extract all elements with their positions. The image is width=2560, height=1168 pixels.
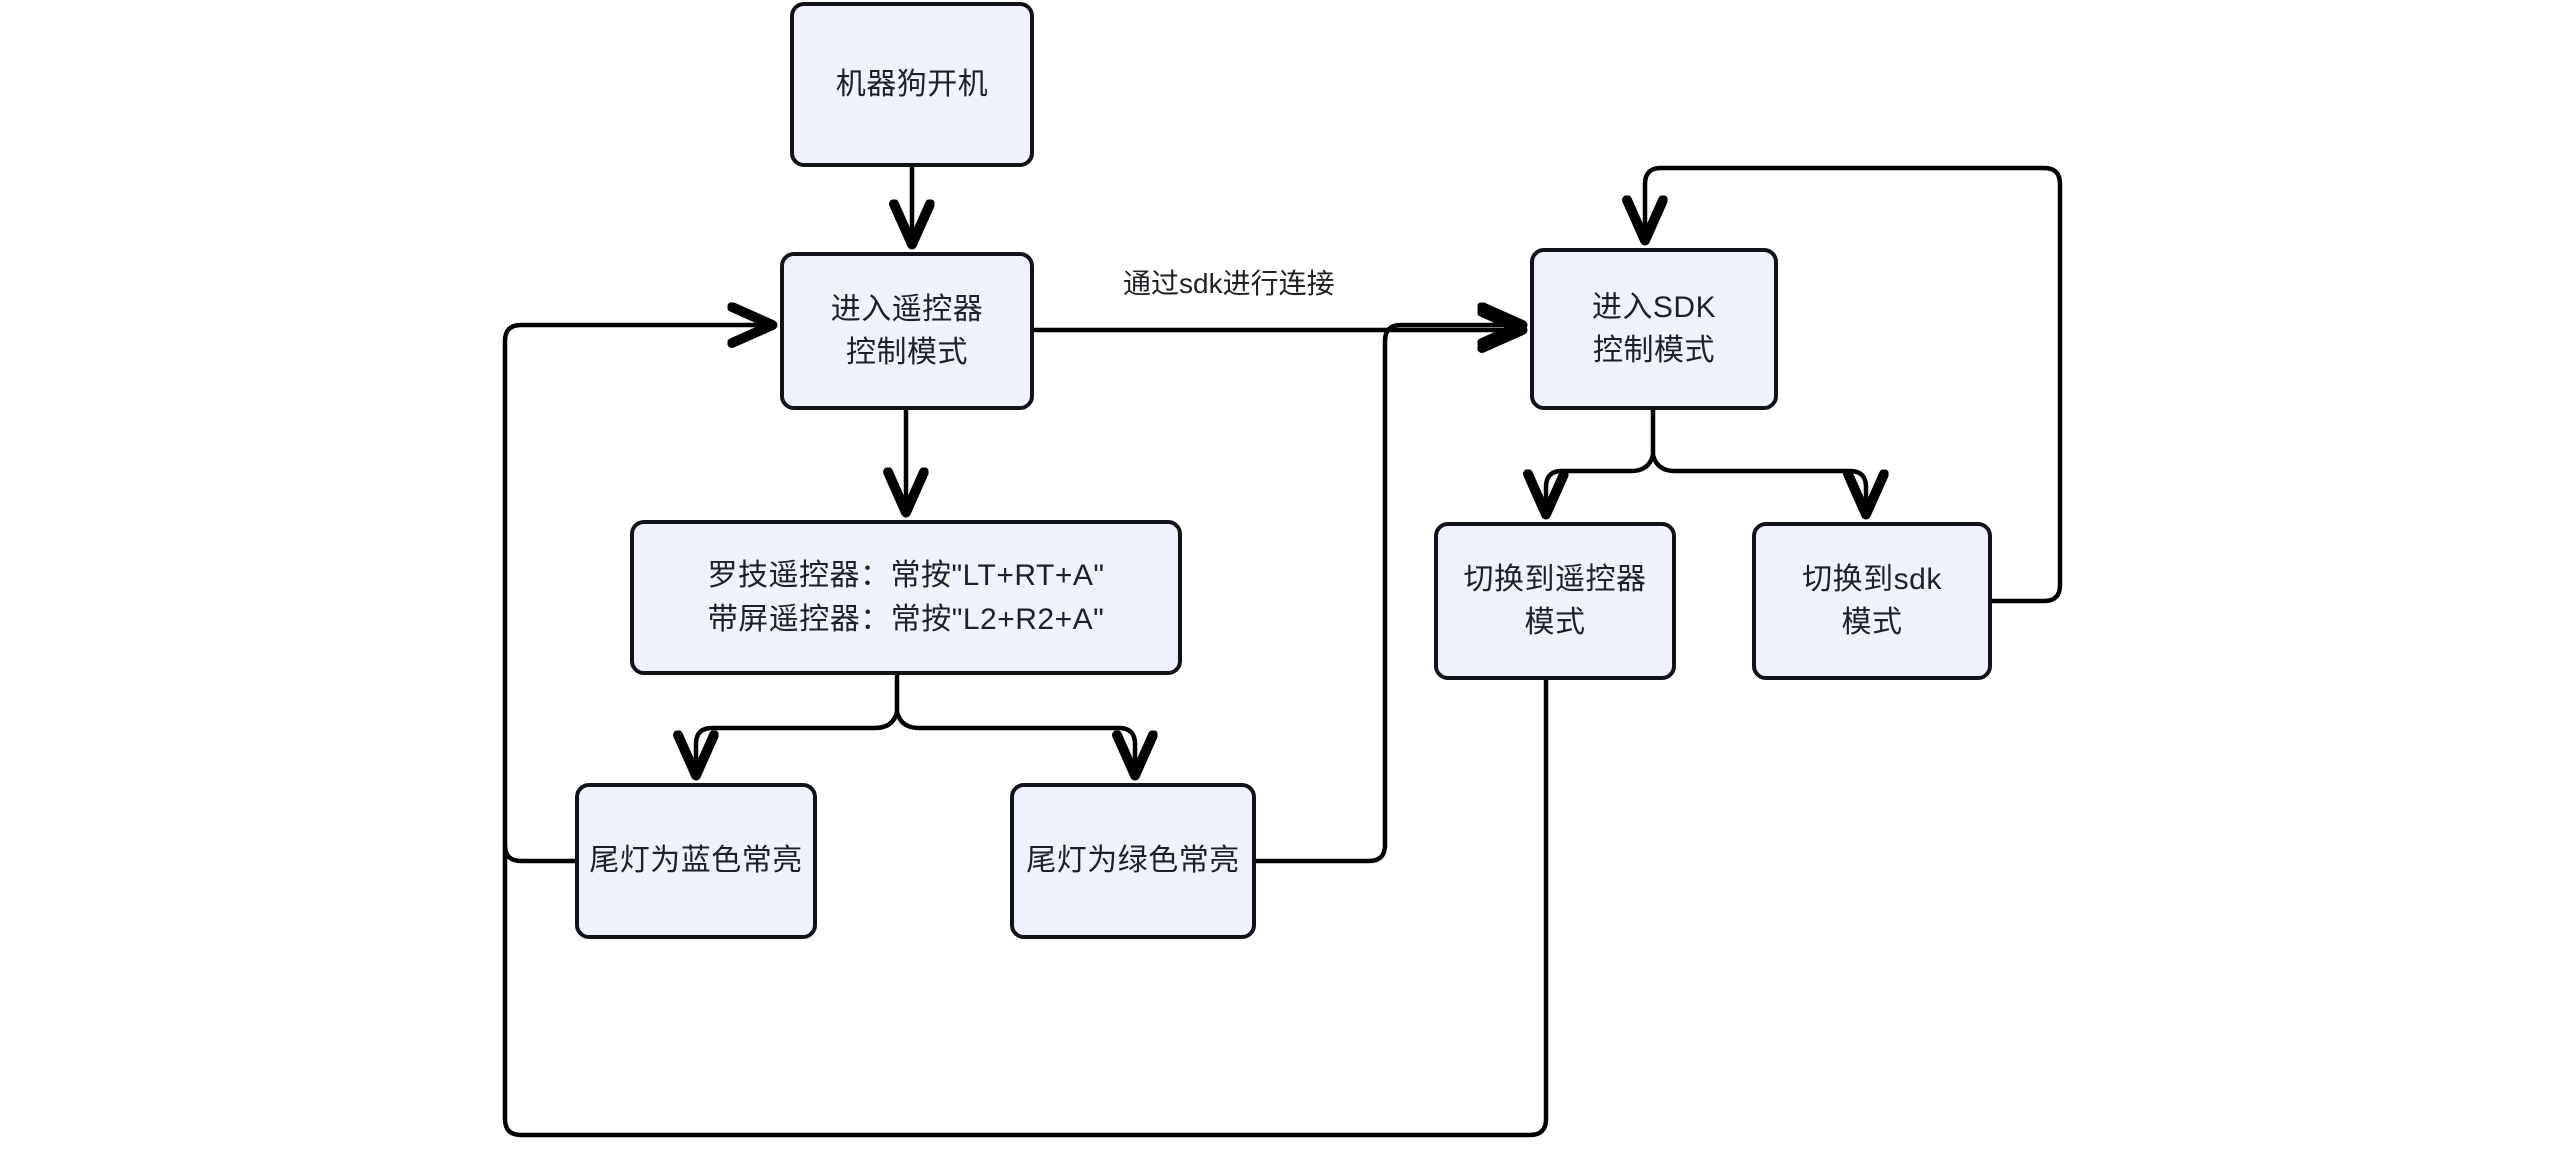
node-remote-mode-label: 进入遥控器 控制模式 <box>830 292 984 370</box>
node-key-combo[interactable]: 罗技遥控器：常按"LT+RT+A" 带屏遥控器：常按"L2+R2+A" <box>630 520 1182 675</box>
node-switch-to-remote-label: 切换到遥控器 模式 <box>1463 562 1647 640</box>
edge-tail-blue-to-remote-mode <box>502 325 768 864</box>
node-tail-light-blue[interactable]: 尾灯为蓝色常亮 <box>575 783 817 939</box>
edge-sdk-mode-to-switch-sdk <box>1650 452 1866 510</box>
edge-tail-green-to-sdk-mode <box>1253 325 1518 864</box>
node-tail-light-green[interactable]: 尾灯为绿色常亮 <box>1010 783 1256 939</box>
node-sdk-mode-label: 进入SDK 控制模式 <box>1591 290 1717 368</box>
node-switch-to-sdk[interactable]: 切换到sdk 模式 <box>1752 522 1992 680</box>
edge-switch-remote-to-remote-mode <box>502 677 1549 1138</box>
node-key-combo-label: 罗技遥控器：常按"LT+RT+A" 带屏遥控器：常按"L2+R2+A" <box>707 559 1105 636</box>
edge-switch-sdk-to-sdk-mode <box>1645 165 2063 604</box>
node-tail-light-blue-label: 尾灯为蓝色常亮 <box>589 844 803 878</box>
edge-key-combo-to-tail-blue <box>696 709 900 771</box>
node-power-on[interactable]: 机器狗开机 <box>790 2 1034 167</box>
node-power-on-label: 机器狗开机 <box>835 67 989 101</box>
edge-sdk-mode-to-switch-remote <box>1546 452 1656 510</box>
node-sdk-mode[interactable]: 进入SDK 控制模式 <box>1530 248 1778 410</box>
node-tail-light-green-label: 尾灯为绿色常亮 <box>1026 844 1240 878</box>
node-switch-to-remote[interactable]: 切换到遥控器 模式 <box>1434 522 1676 680</box>
node-switch-to-sdk-label: 切换到sdk 模式 <box>1802 562 1942 640</box>
edge-label-via-sdk: 通过sdk进行连接 <box>1115 262 1343 302</box>
node-remote-mode[interactable]: 进入遥控器 控制模式 <box>780 252 1034 410</box>
edge-key-combo-to-tail-green <box>894 709 1135 771</box>
